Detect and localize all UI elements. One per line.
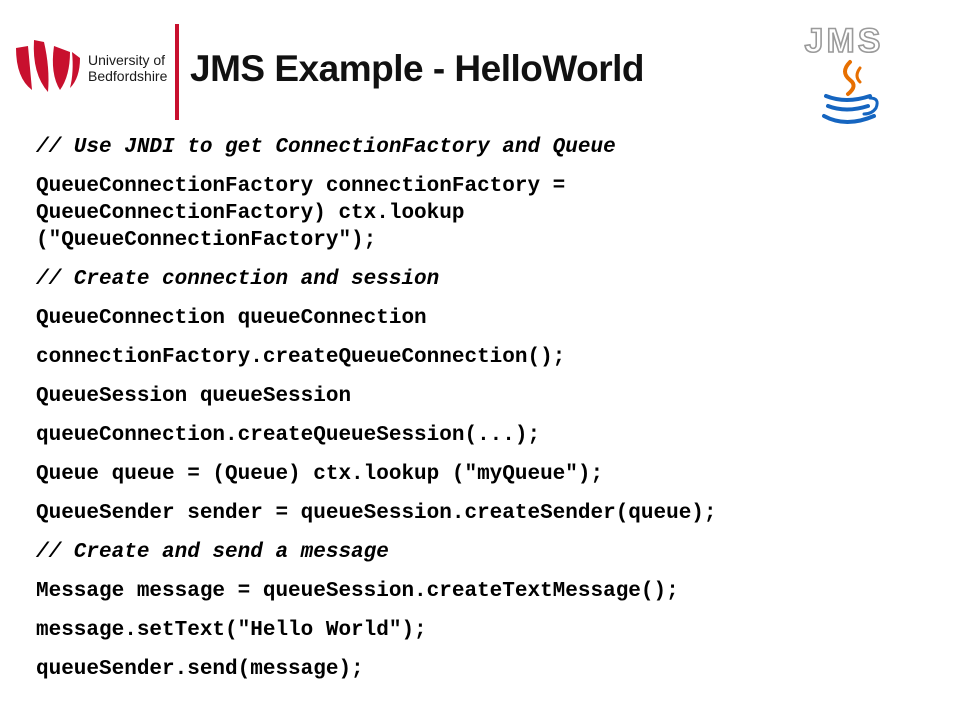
code-comment: // Create connection and session	[36, 268, 440, 291]
code-line: QueueConnection queueConnection	[36, 307, 427, 330]
university-name: University of Bedfordshire	[88, 52, 168, 84]
code-comment: // Use JNDI to get ConnectionFactory and…	[36, 136, 616, 159]
code-line: queueConnection.createQueueSession(...);	[36, 424, 541, 447]
code-line: message.setText("Hello World");	[36, 619, 427, 642]
jms-logo-text: JMS	[805, 22, 884, 60]
university-emblem-icon	[16, 40, 80, 92]
code-line: QueueConnectionFactory connectionFactory…	[36, 175, 566, 252]
university-logo: University of Bedfordshire	[14, 32, 174, 112]
jms-java-logo-icon: JMS	[804, 21, 884, 124]
code-line: queueSender.send(message);	[36, 658, 364, 681]
code-line: connectionFactory.createQueueConnection(…	[36, 346, 566, 369]
code-line: Message message = queueSession.createTex…	[36, 580, 679, 603]
code-listing: // Use JNDI to get ConnectionFactory and…	[36, 134, 936, 683]
code-line: QueueSender sender = queueSession.create…	[36, 502, 717, 525]
code-line: QueueSession queueSession	[36, 385, 352, 408]
code-comment: // Create and send a message	[36, 541, 389, 564]
code-line: Queue queue = (Queue) ctx.lookup ("myQue…	[36, 463, 604, 486]
title-divider	[175, 24, 179, 120]
page-title: JMS Example - HelloWorld	[190, 48, 645, 89]
